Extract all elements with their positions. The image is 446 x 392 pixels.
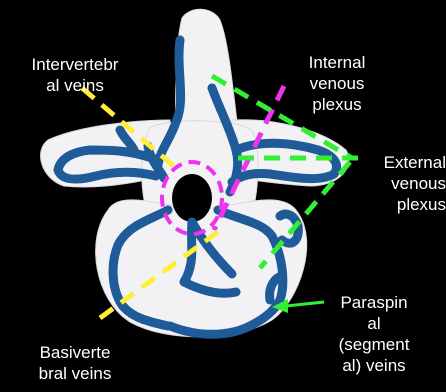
label-basivertebral-veins: Basiverte bral veins xyxy=(20,342,130,384)
vertebral-body xyxy=(96,200,307,337)
label-paraspinal-veins: Paraspin al (segment al) veins xyxy=(318,292,430,376)
label-external-venous-plexus: External venous plexus xyxy=(356,152,446,215)
label-internal-venous-plexus: Internal venous plexus xyxy=(282,52,392,115)
spinal-canal xyxy=(172,174,212,222)
label-intervertebral-veins: Intervertebr al veins xyxy=(10,54,140,96)
spinous-process xyxy=(175,9,238,135)
